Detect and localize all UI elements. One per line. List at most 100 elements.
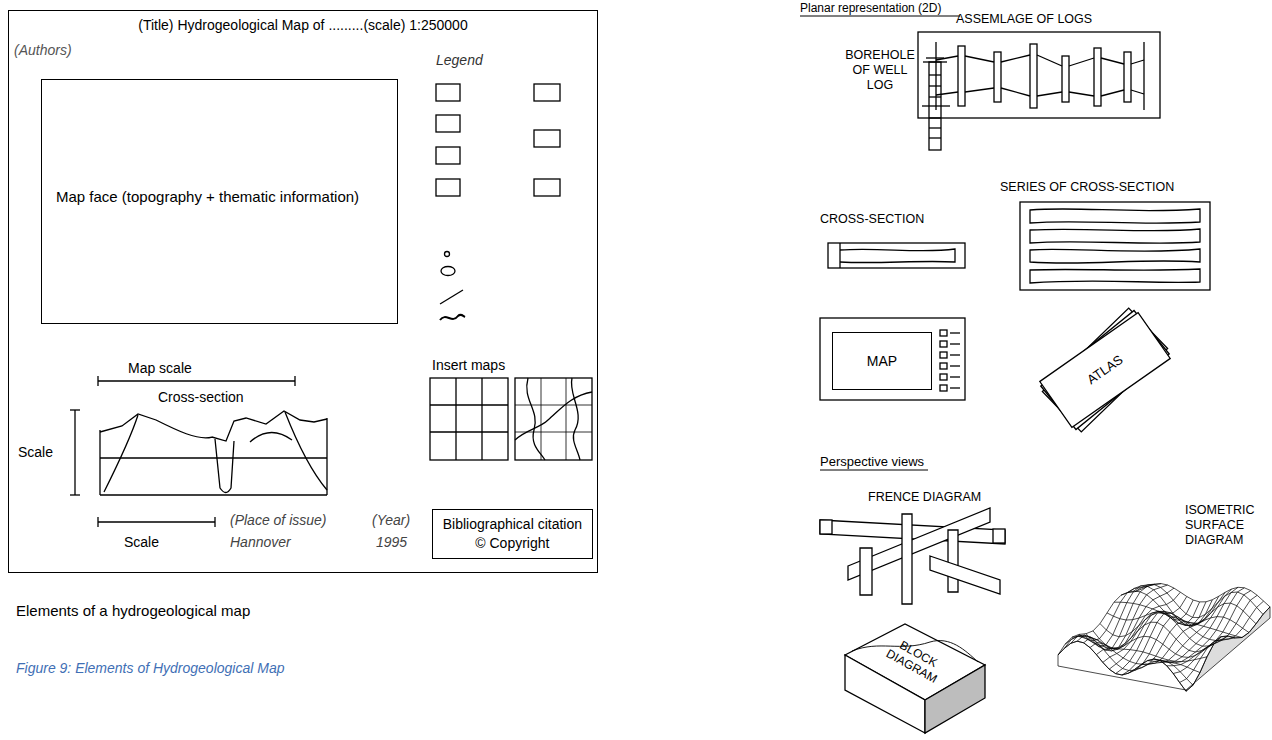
drawing-stroke — [948, 530, 958, 592]
drawing-stroke — [1062, 56, 1069, 102]
drawing-stroke — [994, 52, 1001, 102]
citation-box: Bibliographical citation© Copyright — [432, 509, 593, 559]
figure-caption: Figure 9: Elements of Hydrogeological Ma… — [16, 660, 284, 677]
drawing-stroke — [1040, 313, 1170, 428]
drawing-stroke — [940, 352, 947, 358]
drawing-stroke — [950, 343, 960, 344]
mesh-line — [1186, 607, 1270, 691]
section-caption: Cross-section — [158, 389, 244, 406]
drawing-stroke — [534, 84, 560, 101]
drawing-stroke — [918, 32, 1160, 118]
drawing-stroke — [527, 378, 545, 460]
drawing-stroke — [70, 409, 80, 410]
block-diagram-symbol — [845, 624, 985, 733]
drawing-stroke — [1030, 229, 1200, 243]
drawing-stroke — [993, 529, 1005, 543]
drawing-stroke — [455, 378, 456, 460]
drawing-stroke — [958, 46, 965, 106]
drawing-stroke — [828, 243, 965, 268]
mesh-line — [1141, 592, 1225, 664]
drawing-stroke — [839, 243, 840, 268]
scale-caption: Scale — [18, 444, 53, 461]
drawing-stroke — [430, 404, 508, 405]
drawing-stroke — [515, 392, 592, 440]
map-face-box: Map face (topography + thematic informat… — [41, 79, 398, 324]
drawing-stroke — [98, 521, 215, 522]
drawing-stroke — [929, 127, 941, 128]
place-name: Hannover — [230, 534, 291, 551]
drawing-stroke — [1143, 42, 1144, 110]
drawing-stroke — [440, 315, 465, 320]
map-scale-bar — [98, 376, 295, 386]
drawing-stroke — [285, 412, 327, 490]
underline — [820, 470, 928, 471]
drawing-stroke — [1001, 55, 1030, 62]
drawing-stroke — [950, 387, 960, 388]
symbol-caption: ASSEMLAGE OF LOGS — [956, 12, 1092, 27]
symbol-caption: BOREHOLE OF WELL LOG — [842, 48, 918, 93]
mesh-line — [1103, 597, 1187, 663]
mesh-line — [1121, 591, 1249, 632]
symbol-caption: CROSS-SECTION — [820, 212, 924, 227]
drawing-stroke — [436, 179, 460, 196]
mesh-line — [1071, 584, 1155, 647]
insert-maps — [430, 378, 592, 460]
map-thumbnail-box: MAP — [832, 332, 932, 390]
drawing-stroke — [940, 363, 947, 369]
mesh-line — [1058, 641, 1186, 691]
box-text: (Title) Hydrogeological Map of .........… — [9, 11, 597, 33]
drawing-stroke — [1030, 209, 1200, 223]
author-note: (Authors) — [14, 42, 72, 59]
drawing-stroke — [250, 432, 292, 442]
drawing-stroke — [929, 85, 941, 86]
drawing-stroke — [1030, 269, 1200, 283]
drawing-stroke — [515, 405, 592, 406]
drawing-stroke — [441, 267, 455, 276]
box-text: Bibliographical citation — [443, 515, 582, 534]
drawing-stroke — [100, 457, 327, 458]
year-value: 1995 — [376, 534, 407, 551]
drawing-stroke — [1101, 90, 1124, 96]
drawing-stroke — [541, 378, 542, 460]
drawing-stroke — [70, 494, 80, 495]
drawing-stroke — [100, 494, 327, 495]
drawing-stroke — [940, 385, 947, 391]
section-heading: Planar representation (2D) — [800, 1, 941, 15]
drawing-stroke — [950, 354, 960, 355]
symbol-caption: FRENCE DIAGRAM — [868, 490, 981, 505]
drawing-stroke — [950, 332, 960, 333]
drawing-stroke — [820, 318, 965, 400]
section-heading: Perspective views — [820, 454, 924, 470]
assemblage-of-logs-symbol — [918, 32, 1160, 118]
drawing-stroke — [1124, 52, 1131, 102]
year-note: (Year) — [372, 512, 410, 529]
drawing-stroke — [1001, 88, 1030, 96]
drawing-stroke — [1030, 44, 1037, 108]
drawing-stroke — [936, 56, 958, 60]
mesh-line — [1064, 586, 1148, 648]
drawing-stroke — [965, 88, 994, 92]
mesh-line — [1154, 587, 1238, 662]
drawing-stroke — [1069, 58, 1094, 66]
cross-section-drawing — [100, 411, 327, 495]
drawing-stroke — [950, 376, 960, 377]
drawing-stroke — [430, 431, 508, 432]
mesh-line — [1084, 585, 1168, 651]
horizontal-scale-bar — [98, 517, 215, 527]
drawing-stroke — [215, 439, 234, 493]
drawing-stroke — [294, 376, 295, 386]
legend-symbols — [440, 252, 465, 321]
drawing-stroke — [840, 249, 955, 263]
box-text: © Copyright — [443, 534, 582, 553]
drawing-stroke — [940, 330, 947, 336]
mesh-line — [1173, 595, 1257, 673]
scale-caption: Map scale — [128, 360, 192, 377]
drawing-stroke — [1037, 92, 1062, 96]
drawing-stroke — [326, 418, 327, 495]
mesh-line — [1096, 592, 1180, 654]
scale-caption: Scale — [124, 534, 159, 551]
drawing-stroke — [1041, 310, 1169, 429]
drawing-stroke — [929, 74, 941, 75]
drawing-stroke — [1037, 55, 1062, 66]
